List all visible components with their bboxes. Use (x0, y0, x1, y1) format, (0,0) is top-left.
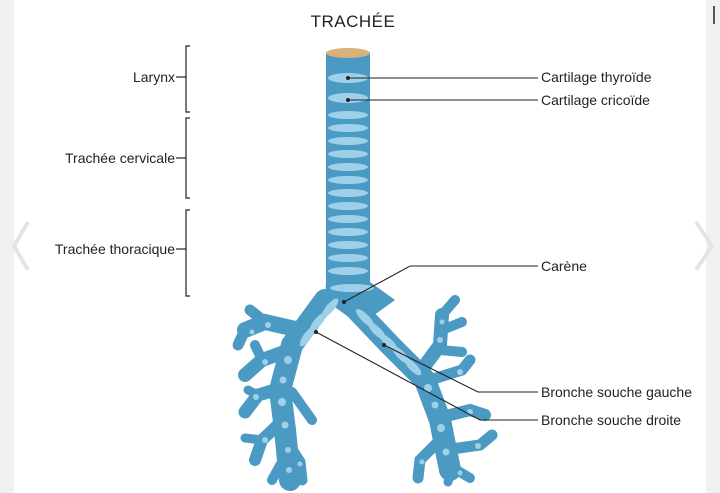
label-trachee-cervicale: Trachée cervicale (65, 150, 175, 166)
trachea-cut-edge (326, 48, 370, 58)
left-bracket-group (176, 46, 190, 296)
cervical-bracket (186, 118, 190, 198)
left-side-panel (0, 0, 14, 493)
trachea-tube (325, 52, 395, 318)
label-carene: Carène (541, 258, 587, 274)
previous-arrow-icon[interactable] (14, 222, 28, 270)
diagram-title: TRACHÉE (311, 12, 396, 31)
airway-illustration (238, 48, 492, 482)
thoracic-bracket (186, 210, 190, 296)
larynx-bracket (186, 46, 190, 112)
label-bronche-souche-droite: Bronche souche droite (541, 412, 681, 428)
label-trachee-thoracique: Trachée thoracique (55, 241, 175, 257)
label-cartilage-cricoide: Cartilage cricoïde (541, 92, 650, 108)
label-cartilage-thyroide: Cartilage thyroïde (541, 69, 652, 85)
label-bronche-souche-gauche: Bronche souche gauche (541, 384, 692, 400)
label-larynx: Larynx (133, 69, 175, 85)
